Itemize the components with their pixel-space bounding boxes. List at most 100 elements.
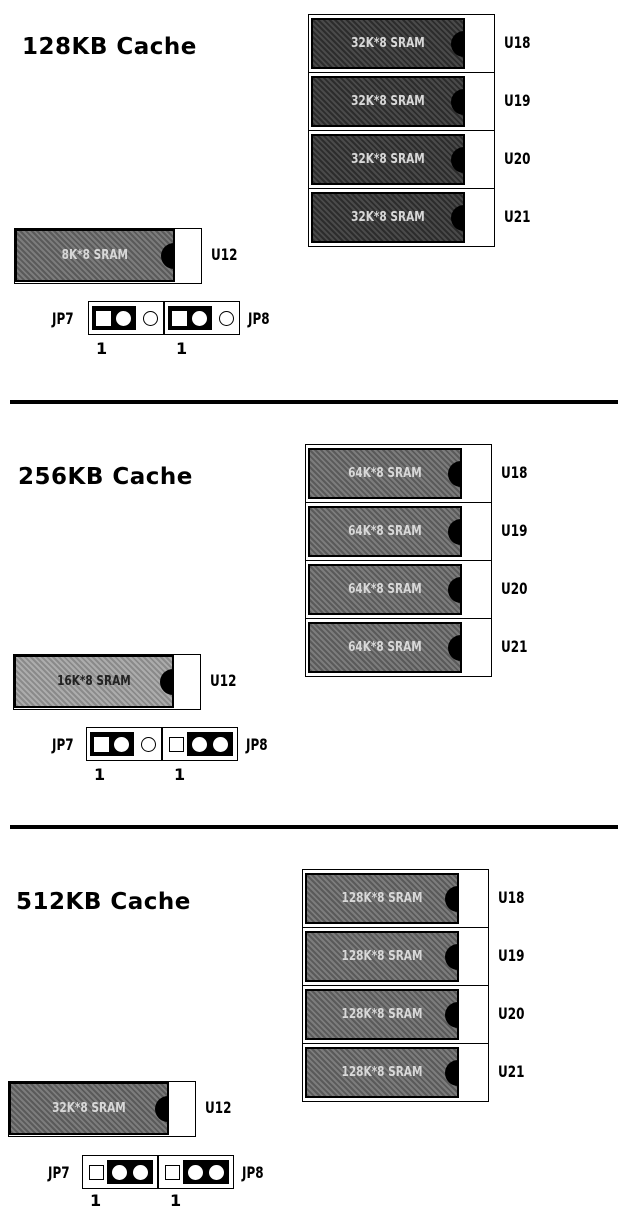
section-title: 256KB Cache <box>18 464 193 490</box>
jp7-pin1-marker: 1 <box>94 765 106 784</box>
ref-designator: U12 <box>211 245 238 264</box>
chip-label: 128K*8 SRAM <box>341 949 423 964</box>
chip-notch-icon <box>160 668 174 695</box>
pin-2-icon <box>116 311 131 326</box>
sram-slot-u21: 32K*8 SRAM U21 <box>309 189 530 246</box>
sram-slot-u19: 128K*8 SRAM U19 <box>303 928 524 986</box>
chip-label: 128K*8 SRAM <box>341 1065 423 1080</box>
jp8-header <box>158 1155 234 1189</box>
pin-1-icon <box>94 737 109 752</box>
pin-1-icon <box>172 311 187 326</box>
chip-notch-icon <box>451 146 465 173</box>
chip-notch-icon <box>451 30 465 57</box>
sram-slot-u20: 64K*8 SRAM U20 <box>306 561 527 619</box>
chip-label: 64K*8 SRAM <box>348 524 422 539</box>
ref-designator: U21 <box>498 1062 525 1081</box>
chip-notch-icon <box>448 634 462 661</box>
chip-label: 32K*8 SRAM <box>351 36 425 51</box>
ref-designator: U21 <box>501 637 528 656</box>
ref-designator: U12 <box>205 1098 232 1117</box>
sram-slot-u18: 64K*8 SRAM U18 <box>306 445 527 503</box>
chip-notch-icon <box>161 242 175 269</box>
sram-chip: 128K*8 SRAM <box>305 1047 459 1098</box>
pin-3-icon <box>141 737 156 752</box>
sram-slot-u20: 32K*8 SRAM U20 <box>309 131 530 189</box>
jumper-cap-icon <box>92 306 136 330</box>
sram-bank: 32K*8 SRAM U18 32K*8 SRAM U19 32K*8 SRAM… <box>308 14 530 247</box>
pin-3-icon <box>209 1165 224 1180</box>
ref-designator: U19 <box>504 91 531 110</box>
pin-3-icon <box>143 311 158 326</box>
sram-chip: 64K*8 SRAM <box>308 564 462 615</box>
chip-notch-icon <box>451 88 465 115</box>
chip-label: 32K*8 SRAM <box>351 94 425 109</box>
jp7-header <box>86 727 162 761</box>
ref-designator: U12 <box>210 671 237 690</box>
jp7-label: JP7 <box>48 1163 70 1182</box>
jp7-label: JP7 <box>52 735 74 754</box>
sram-slot-u21: 128K*8 SRAM U21 <box>303 1044 524 1101</box>
sram-slot-u19: 32K*8 SRAM U19 <box>309 73 530 131</box>
section-title: 512KB Cache <box>16 889 191 915</box>
sram-chip: 32K*8 SRAM <box>9 1082 169 1135</box>
pin-2-icon <box>188 1165 203 1180</box>
u12-socket: 16K*8 SRAM <box>13 654 201 710</box>
sram-chip: 32K*8 SRAM <box>311 192 465 243</box>
chip-label: 32K*8 SRAM <box>52 1101 126 1116</box>
sram-chip: 64K*8 SRAM <box>308 506 462 557</box>
jp8-header <box>164 301 240 335</box>
chip-label: 32K*8 SRAM <box>351 210 425 225</box>
jumper-cap-icon <box>183 1160 229 1184</box>
chip-notch-icon <box>445 943 459 970</box>
sram-slot-u18: 32K*8 SRAM U18 <box>309 15 530 73</box>
sram-chip: 8K*8 SRAM <box>15 229 175 282</box>
chip-label: 8K*8 SRAM <box>61 248 129 263</box>
pin-1-icon <box>169 737 184 752</box>
pin-1-icon <box>165 1165 180 1180</box>
sram-chip: 128K*8 SRAM <box>305 873 459 924</box>
jp8-pin1-marker: 1 <box>176 339 188 358</box>
section-divider <box>10 400 618 404</box>
u12-socket: 8K*8 SRAM <box>14 228 202 284</box>
chip-notch-icon <box>448 460 462 487</box>
jp8-label: JP8 <box>248 309 270 328</box>
pin-2-icon <box>192 311 207 326</box>
chip-label: 32K*8 SRAM <box>351 152 425 167</box>
jp7-pin1-marker: 1 <box>96 339 108 358</box>
chip-label: 64K*8 SRAM <box>348 582 422 597</box>
sram-chip: 64K*8 SRAM <box>308 448 462 499</box>
jumper-cap-icon <box>168 306 212 330</box>
pin-3-icon <box>133 1165 148 1180</box>
chip-notch-icon <box>445 1059 459 1086</box>
ref-designator: U20 <box>501 579 528 598</box>
jumper-cap-icon <box>90 732 134 756</box>
jp8-pin1-marker: 1 <box>174 765 186 784</box>
pin-3-icon <box>219 311 234 326</box>
sram-chip: 128K*8 SRAM <box>305 931 459 982</box>
section-divider <box>10 825 618 829</box>
chip-notch-icon <box>445 1001 459 1028</box>
chip-label: 64K*8 SRAM <box>348 640 422 655</box>
sram-slot-u18: 128K*8 SRAM U18 <box>303 870 524 928</box>
ref-designator: U19 <box>498 946 525 965</box>
sram-chip: 16K*8 SRAM <box>14 655 174 708</box>
pin-3-icon <box>213 737 228 752</box>
sram-slot-u20: 128K*8 SRAM U20 <box>303 986 524 1044</box>
ref-designator: U20 <box>504 149 531 168</box>
sram-chip: 32K*8 SRAM <box>311 18 465 69</box>
jumper-cap-icon <box>187 732 233 756</box>
ref-designator: U21 <box>504 207 531 226</box>
u12-socket: 32K*8 SRAM <box>8 1081 196 1137</box>
sram-slot-u19: 64K*8 SRAM U19 <box>306 503 527 561</box>
jp7-header <box>82 1155 158 1189</box>
jp7-label: JP7 <box>52 309 74 328</box>
ref-designator: U18 <box>504 33 531 52</box>
jumper-cap-icon <box>107 1160 153 1184</box>
chip-notch-icon <box>155 1095 169 1122</box>
chip-label: 128K*8 SRAM <box>341 891 423 906</box>
sram-chip: 32K*8 SRAM <box>311 134 465 185</box>
cache-section-512kb: 512KB Cache 128K*8 SRAM U18 128K*8 SRAM … <box>0 829 620 1215</box>
jp8-label: JP8 <box>242 1163 264 1182</box>
ref-designator: U18 <box>498 888 525 907</box>
jp7-header <box>88 301 164 335</box>
